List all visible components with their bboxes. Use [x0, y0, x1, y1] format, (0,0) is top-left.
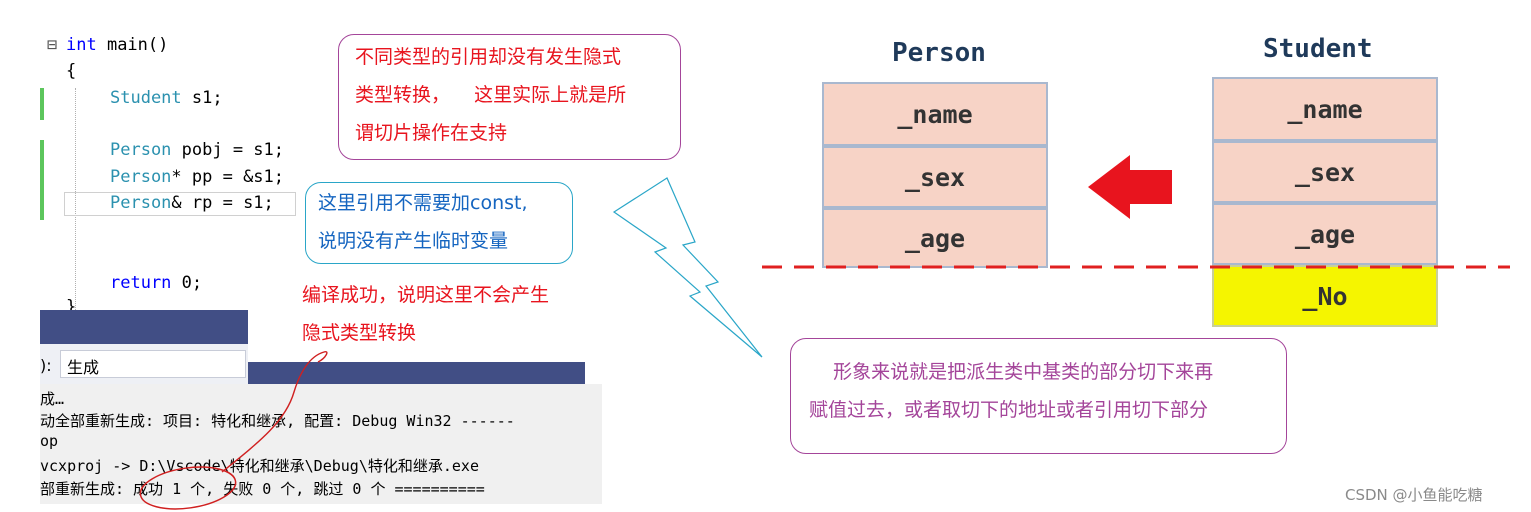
code-line: return 0; — [110, 273, 202, 293]
code-line: { — [66, 61, 77, 81]
indent-guide — [75, 88, 76, 310]
type-name: Person — [110, 167, 172, 187]
code-line: Student s1; — [110, 88, 223, 108]
type-name: Student — [110, 88, 182, 108]
code-line: Person* pp = &s1; — [110, 167, 284, 187]
callout-line: 类型转换， 这里实际上就是所 — [355, 84, 627, 106]
type-name: Person — [110, 140, 172, 160]
watermark: CSDN @小鱼能吃糖 — [1345, 486, 1483, 504]
note-line: 编译成功，说明这里不会产生 — [302, 284, 550, 306]
success-pointer — [221, 351, 328, 473]
student-field: _sex — [1212, 141, 1438, 203]
panel-tab-bar — [248, 362, 585, 384]
type-name: Person — [110, 193, 172, 213]
code-line: Person pobj = s1; — [110, 140, 284, 160]
code-line: } — [66, 297, 77, 317]
output-source-prefix: ): — [40, 356, 52, 375]
success-circle — [139, 466, 237, 510]
slicing-support-callout: 不同类型的引用却没有发生隐式 类型转换， 这里实际上就是所 谓切片操作在支持 — [338, 34, 681, 160]
person-title: Person — [892, 38, 986, 68]
output-source-select[interactable]: 生成 — [60, 350, 246, 378]
slice-arrow-icon — [1088, 155, 1172, 219]
student-field: _age — [1212, 203, 1438, 265]
code-text: 0; — [171, 273, 203, 293]
change-bar — [40, 88, 44, 120]
output-line: 成… — [40, 390, 65, 408]
keyword: int — [66, 35, 97, 55]
student-extra-field: _No — [1212, 265, 1438, 327]
code-text: * pp = &s1; — [171, 167, 285, 187]
no-const-callout: 这里引用不需要加const, 说明没有产生临时变量 — [305, 182, 573, 264]
student-title: Student — [1263, 34, 1373, 64]
code-line: int main() — [66, 35, 168, 55]
code-line: Person& rp = s1; — [110, 193, 274, 213]
note-line: 隐式类型转换 — [302, 322, 417, 344]
lightning-connector — [612, 177, 763, 358]
student-field: _name — [1212, 77, 1438, 141]
callout-line: 说明没有产生临时变量 — [318, 230, 509, 252]
callout-line: 形象来说就是把派生类中基类的部分切下来再 — [809, 361, 1214, 383]
panel-title-bar — [40, 310, 248, 344]
person-field: _sex — [822, 146, 1048, 208]
callout-line: 谓切片操作在支持 — [355, 122, 508, 144]
code-text: & rp = s1; — [171, 193, 274, 213]
output-source-value: 生成 — [67, 358, 100, 377]
output-text-area — [40, 384, 602, 504]
keyword: return — [110, 273, 172, 293]
compile-success-note: 编译成功，说明这里不会产生 隐式类型转换 — [302, 276, 549, 352]
code-text: pobj = s1; — [171, 140, 285, 160]
slicing-explanation-callout: 形象来说就是把派生类中基类的部分切下来再 赋值过去，或者取切下的地址或者引用切下… — [790, 338, 1287, 454]
output-line: op — [40, 432, 59, 450]
current-line-highlight — [64, 192, 296, 216]
collapse-icon[interactable]: ⊟ — [47, 35, 58, 55]
callout-line: 赋值过去，或者取切下的地址或者引用切下部分 — [809, 399, 1209, 421]
change-bar — [40, 140, 44, 220]
code-text: s1; — [181, 88, 223, 108]
output-line: 部重新生成: 成功 1 个, 失败 0 个, 跳过 0 个 ========== — [40, 480, 485, 498]
code-text: main() — [96, 35, 169, 55]
person-field: _age — [822, 208, 1048, 268]
callout-line: 这里引用不需要加const, — [318, 192, 528, 214]
person-field: _name — [822, 82, 1048, 146]
output-panel: ): 生成 成… 动全部重新生成: 项目: 特化和继承, 配置: Debug W… — [0, 310, 610, 512]
callout-line: 不同类型的引用却没有发生隐式 — [355, 46, 622, 68]
code-editor: ⊟ int main() { Student s1; Person pobj =… — [0, 0, 320, 317]
